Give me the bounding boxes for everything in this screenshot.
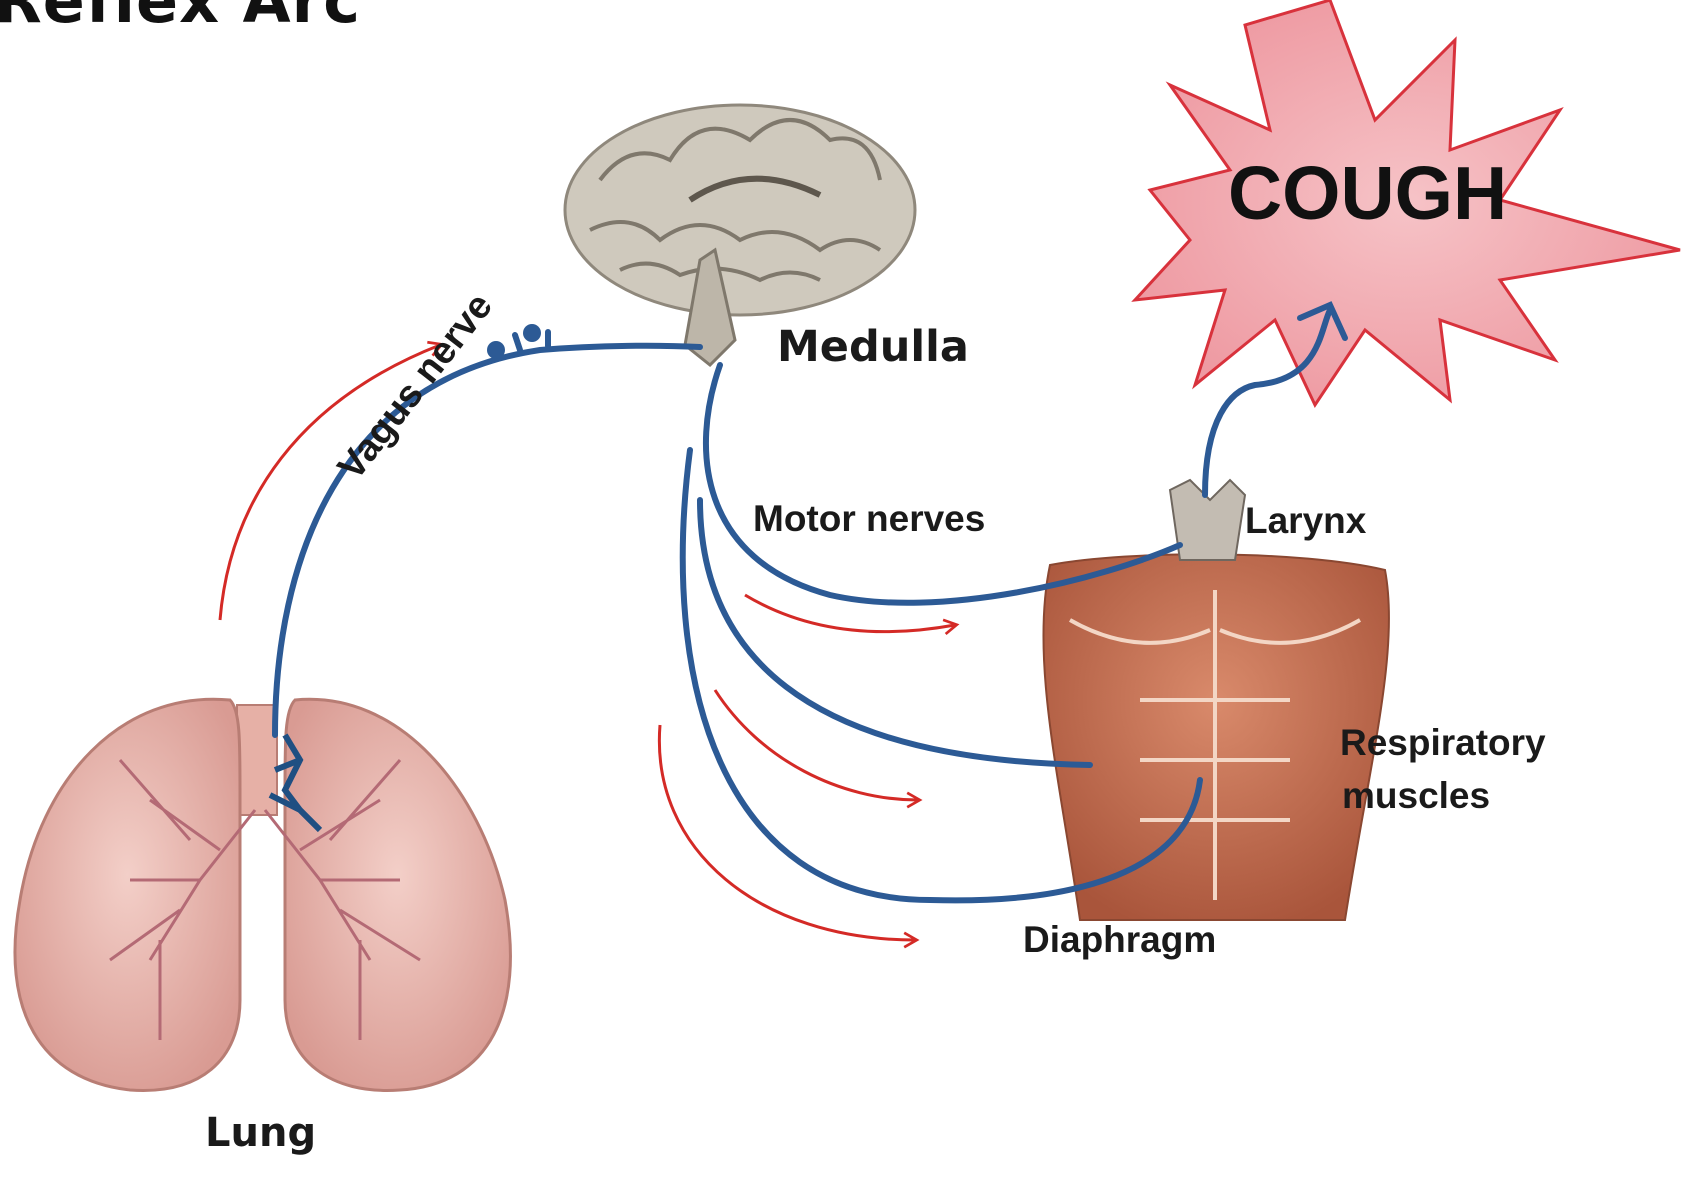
- larynx-label: Larynx: [1245, 500, 1366, 542]
- respiratory-label-line2: muscles: [1342, 775, 1490, 817]
- left-lung: [15, 699, 240, 1090]
- motor-nerves-label: Motor nerves: [753, 498, 985, 540]
- vagus-nerve-path: [275, 346, 700, 735]
- diaphragm-label: Diaphragm: [1023, 919, 1216, 961]
- lung-label: Lung: [205, 1110, 316, 1156]
- vagus-receptor-2: [523, 324, 541, 342]
- respiratory-label-line1: Respiratory: [1340, 722, 1546, 764]
- efferent-arrow-3: [659, 725, 915, 940]
- page-title: Reflex Arc: [0, 0, 361, 37]
- torso-illustration: [1043, 480, 1389, 920]
- right-lung: [285, 699, 510, 1090]
- medulla-label: Medulla: [777, 322, 969, 372]
- cough-label: COUGH: [1228, 150, 1507, 236]
- lung-illustration: [15, 699, 511, 1090]
- vagus-receptor-1: [487, 341, 505, 359]
